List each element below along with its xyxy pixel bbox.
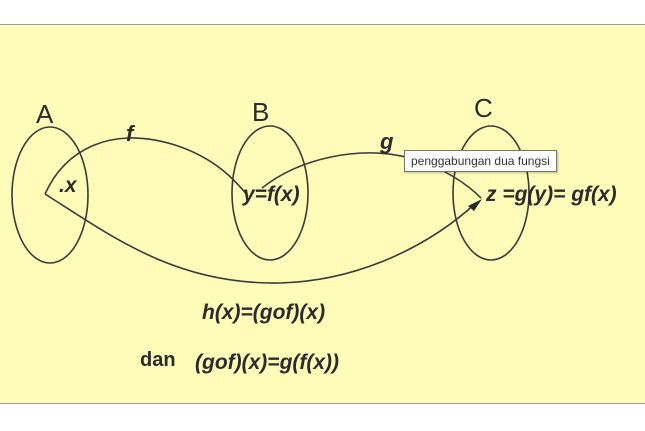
set-c-label: C xyxy=(474,93,493,123)
function-f-label: f xyxy=(126,121,136,146)
set-c-ellipse xyxy=(452,125,530,261)
element-x-label: .x xyxy=(59,174,78,197)
composition-gof-formula: (gof)(x)=g(f(x)) xyxy=(195,351,339,374)
set-b-ellipse xyxy=(231,125,309,261)
element-y-label: y=f(x) xyxy=(242,183,300,206)
tooltip-text: penggabungan dua fungsi xyxy=(411,154,550,168)
dan-word: dan xyxy=(140,349,176,371)
composition-h-formula: h(x)=(gof)(x) xyxy=(202,301,325,324)
arrow-h xyxy=(44,193,477,284)
arrowhead-h xyxy=(468,199,482,211)
set-a-label: A xyxy=(36,99,54,129)
set-b-label: B xyxy=(252,97,269,127)
function-g-label: g xyxy=(379,129,394,154)
element-z-label: z =g(y)= gf(x) xyxy=(485,183,617,206)
diagram-panel xyxy=(0,24,645,404)
tooltip: penggabungan dua fungsi xyxy=(404,150,557,172)
set-a-ellipse xyxy=(11,126,89,264)
arrow-f xyxy=(44,137,249,197)
